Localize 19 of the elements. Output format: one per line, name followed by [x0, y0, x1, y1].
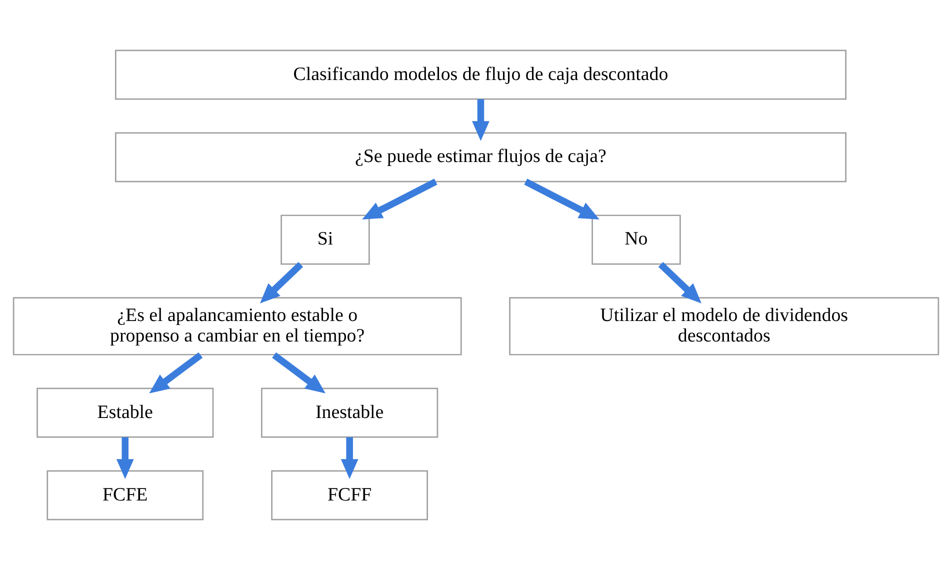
arrow — [524, 178, 600, 220]
node-box: Si — [280, 214, 370, 265]
arrow — [340, 437, 358, 480]
node-box: Utilizar el modelo de dividendos descontados — [509, 297, 940, 356]
node-box: Clasificando modelos de flujo de caja descontado — [114, 50, 846, 100]
arrow — [658, 262, 702, 304]
node-box: FCFE — [46, 470, 204, 520]
node-box: Inestable — [261, 388, 438, 438]
node-box: No — [592, 214, 681, 265]
arrow — [149, 352, 203, 394]
arrow — [272, 352, 326, 394]
node-box: ¿Es el apalancamiento estable o propenso a cambiar en el tiempo? — [12, 297, 462, 356]
arrow — [472, 99, 490, 141]
arrow — [362, 178, 438, 220]
arrow — [116, 437, 134, 480]
node-box: FCFF — [271, 470, 428, 520]
node-box: ¿Se puede estimar flujos de caja? — [114, 132, 846, 182]
node-box: Estable — [36, 388, 214, 438]
arrow — [260, 262, 304, 304]
